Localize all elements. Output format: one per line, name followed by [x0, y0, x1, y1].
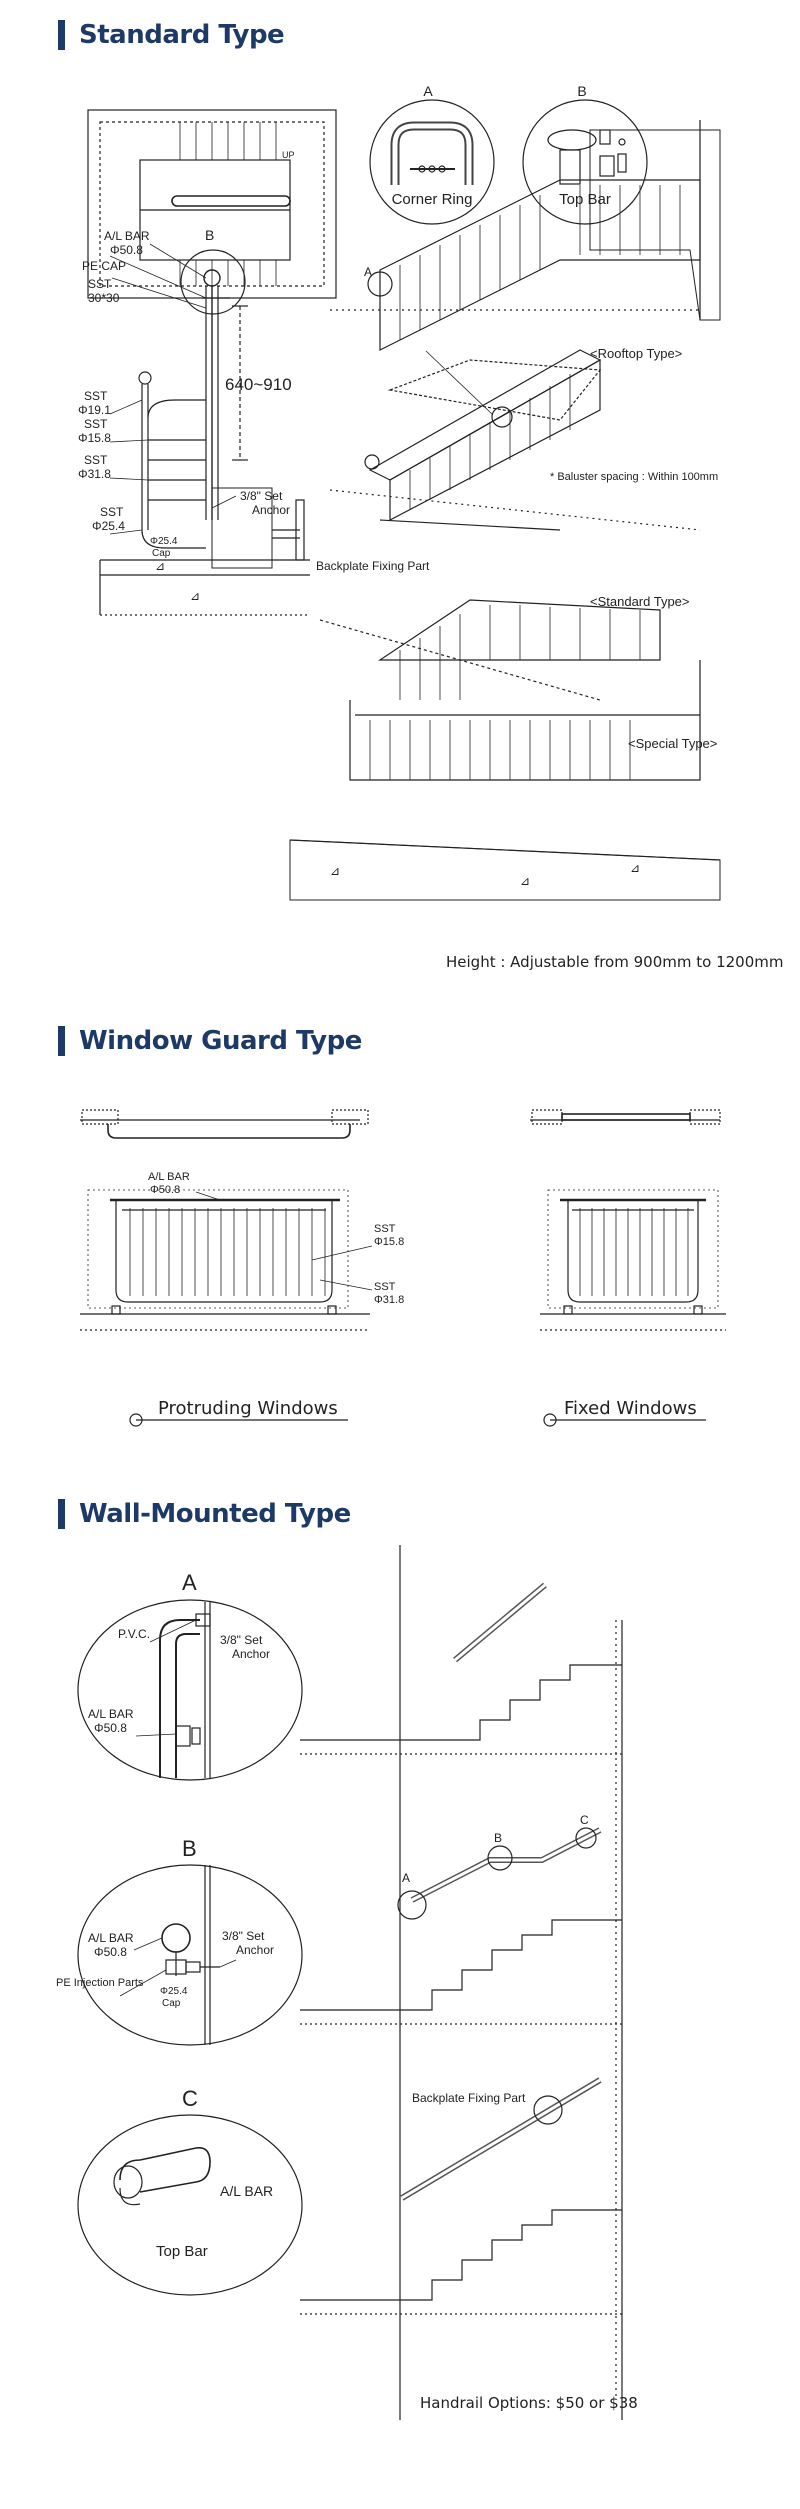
- detail-b-circle: [522, 99, 648, 225]
- svg-text:⊿: ⊿: [330, 864, 340, 878]
- backplate-circle: [491, 406, 513, 428]
- title-accent-bar: [58, 20, 65, 50]
- svg-text:⊿: ⊿: [190, 589, 200, 603]
- standard-label: <Standard Type>: [590, 594, 690, 609]
- wm-b-pe: PE Injection Parts: [56, 1977, 144, 1989]
- stair-backplate-circle: [533, 2095, 563, 2125]
- detail-b-letter: B: [577, 83, 586, 99]
- sst-254-dia: Φ25.4: [92, 519, 125, 533]
- special-label: <Special Type>: [628, 736, 717, 751]
- sst-318-dia: Φ31.8: [78, 467, 111, 481]
- sst-158-dia: Φ15.8: [78, 431, 111, 445]
- wm-b-albar: A/L BAR: [88, 1931, 134, 1945]
- height-range-label: 640~910: [225, 375, 292, 394]
- handrail-note: Handrail Options: $50 or $38: [420, 2394, 638, 2412]
- fixed-windows-label: Fixed Windows: [564, 1398, 697, 1419]
- section-title-text: Window Guard Type: [79, 1026, 362, 1056]
- wm-b-albar-dia: Φ50.8: [94, 1945, 127, 1959]
- wm-backplate-label: Backplate Fixing Part: [412, 2091, 526, 2105]
- cap-label: Cap: [152, 548, 171, 559]
- window-guard-drawing: A/L BAR Φ50.8 SST Φ15.8 SST Φ31.8: [80, 1109, 726, 1427]
- sst-191-label: SST: [84, 389, 108, 403]
- wg-sst2-dia: Φ31.8: [374, 1294, 404, 1306]
- wm-stair-c: C: [580, 1813, 589, 1827]
- wg-al-bar: A/L BAR: [148, 1171, 190, 1183]
- sst-318-label: SST: [84, 453, 108, 467]
- wm-stair-b: B: [494, 1831, 502, 1845]
- wm-a-pvc: P.V.C.: [118, 1627, 150, 1641]
- stair-detail-b: [487, 1845, 513, 1871]
- wm-b-letter: B: [182, 1836, 197, 1861]
- detail-a-ellipse: [77, 1599, 303, 1781]
- wm-a-anchor-1: 3/8" Set: [220, 1633, 263, 1647]
- wg-sst2: SST: [374, 1281, 396, 1293]
- sst-a-size: 30*30: [88, 291, 120, 305]
- sst-a-label: SST: [88, 277, 112, 291]
- wg-sst1: SST: [374, 1223, 396, 1235]
- set-anchor-line2: Anchor: [252, 503, 290, 517]
- set-anchor-line1: 3/8" Set: [240, 489, 283, 503]
- cap-dia-label: Φ25.4: [150, 536, 178, 547]
- detail-a-circle: [369, 99, 495, 225]
- up-label: UP: [282, 150, 295, 160]
- wm-a-anchor-2: Anchor: [232, 1647, 270, 1661]
- wm-b-cap-dia: Φ25.4: [160, 1986, 188, 1997]
- wm-stair-a: A: [402, 1871, 410, 1885]
- wall-mounted-drawing: A P.V.C. 3/8" Set Anchor A/L BAR Φ50.8 B…: [56, 1545, 623, 2420]
- detail-c-ellipse: [77, 2114, 303, 2296]
- section-title-text: Wall-Mounted Type: [79, 1499, 351, 1529]
- detail-b-section-circle: [180, 249, 246, 315]
- title-accent-bar: [58, 1499, 65, 1529]
- section-title-wall: Wall-Mounted Type: [58, 1497, 351, 1531]
- svg-text:⊿: ⊿: [630, 861, 640, 875]
- wm-a-albar: A/L BAR: [88, 1707, 134, 1721]
- backplate-label: Backplate Fixing Part: [316, 559, 430, 573]
- sst-191-dia: Φ19.1: [78, 403, 111, 417]
- wm-c-albar: A/L BAR: [220, 2183, 273, 2199]
- baluster-note: * Baluster spacing : Within 100mm: [550, 471, 718, 483]
- sst-254-label: SST: [100, 505, 124, 519]
- stair-detail-c: [575, 1827, 597, 1849]
- detail-b-label: Top Bar: [559, 191, 611, 208]
- stair-a-letter: A: [364, 265, 372, 279]
- caption-marker: [543, 1413, 557, 1427]
- svg-text:⊿: ⊿: [520, 874, 530, 888]
- detail-b-ellipse: [77, 1864, 303, 2046]
- standard-type-drawing: ⊿ ⊿: [78, 83, 721, 901]
- wm-b-cap: Cap: [162, 1998, 181, 2009]
- section-b-letter: B: [205, 227, 214, 243]
- al-bar-dia: Φ50.8: [110, 243, 143, 257]
- rooftop-label: <Rooftop Type>: [590, 346, 682, 361]
- height-note: Height : Adjustable from 900mm to 1200mm: [446, 953, 784, 971]
- caption-marker: [129, 1413, 143, 1427]
- wg-al-bar-dia: Φ50.8: [150, 1184, 180, 1196]
- detail-a-label: Corner Ring: [392, 191, 473, 208]
- sst-158-label: SST: [84, 417, 108, 431]
- section-title-window: Window Guard Type: [58, 1024, 362, 1058]
- stair-detail-a: [397, 1890, 427, 1920]
- stair-detail-a-circle: [367, 271, 393, 297]
- svg-text:⊿: ⊿: [155, 559, 165, 573]
- protruding-windows-label: Protruding Windows: [158, 1398, 338, 1419]
- wg-sst1-dia: Φ15.8: [374, 1236, 404, 1248]
- title-accent-bar: [58, 1026, 65, 1056]
- detail-a-letter: A: [423, 83, 433, 99]
- wm-a-letter: A: [182, 1570, 197, 1595]
- pe-cap-label: PE CAP: [82, 259, 126, 273]
- wm-b-anchor-1: 3/8" Set: [222, 1929, 265, 1943]
- al-bar-label: A/L BAR: [104, 229, 150, 243]
- section-title-standard: Standard Type: [58, 18, 285, 52]
- wm-b-anchor-2: Anchor: [236, 1943, 274, 1957]
- section-title-text: Standard Type: [79, 20, 285, 50]
- wm-c-letter: C: [182, 2086, 198, 2111]
- wm-a-albar-dia: Φ50.8: [94, 1721, 127, 1735]
- wm-c-topbar: Top Bar: [156, 2243, 208, 2260]
